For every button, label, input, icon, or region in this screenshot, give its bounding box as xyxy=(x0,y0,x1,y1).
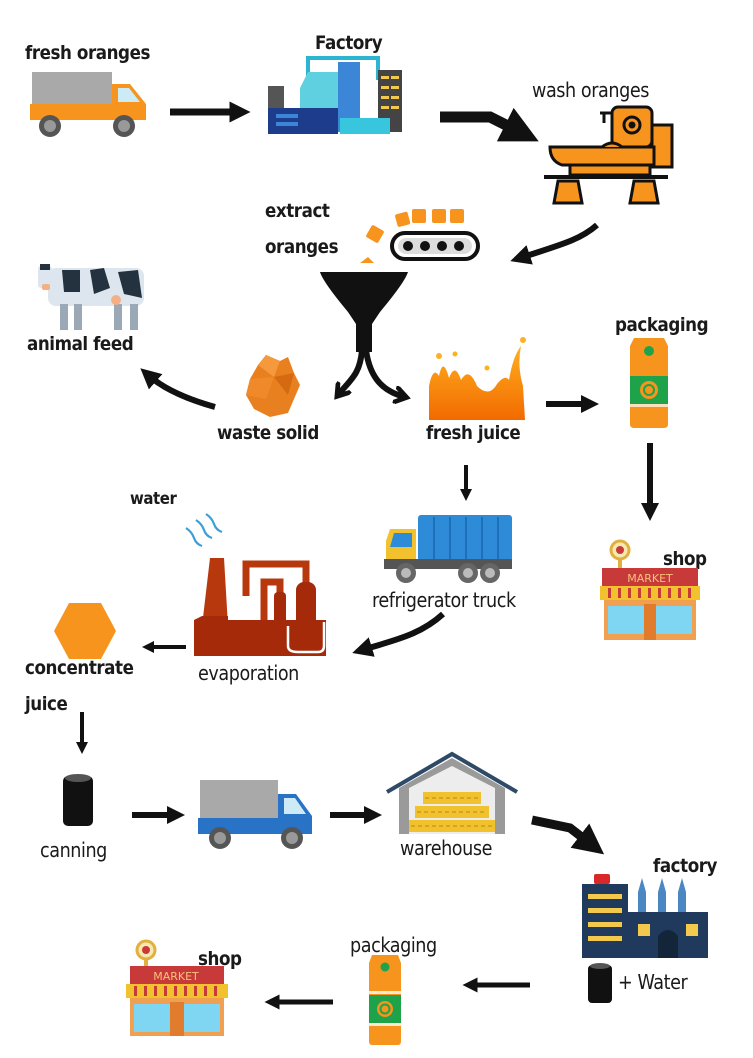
label-oranges: oranges xyxy=(265,236,338,258)
arrow-factory-to-wash xyxy=(440,117,522,133)
label-extract: extract xyxy=(265,200,329,222)
industrial-plant-icon xyxy=(268,50,408,135)
label-juice: juice xyxy=(25,693,67,715)
label-refrigerator-truck: refrigerator truck xyxy=(372,588,516,612)
evaporation-plant-icon xyxy=(194,556,330,658)
market-sign: MARKET xyxy=(627,572,673,585)
label-packaging-2: packaging xyxy=(350,933,437,957)
cow-icon xyxy=(38,262,144,332)
can-icon xyxy=(588,962,612,1004)
label-animal-feed: animal feed xyxy=(27,333,133,355)
label-plus-water: + Water xyxy=(618,970,687,994)
label-waste-solid: waste solid xyxy=(217,422,319,444)
arrow-warehouse-to-factory xyxy=(532,820,592,845)
label-fresh-oranges: fresh oranges xyxy=(25,42,150,64)
hexagon-icon xyxy=(54,603,116,659)
delivery-truck-icon xyxy=(30,72,150,142)
label-evaporation: evaporation xyxy=(198,661,299,685)
arrow-truck-to-evaporation xyxy=(362,614,443,650)
label-fresh-juice: fresh juice xyxy=(426,422,520,444)
pulp-icon xyxy=(244,355,302,417)
arrow-waste-to-feed xyxy=(148,375,215,407)
arrow-funnel-split-right xyxy=(366,350,405,397)
arrow-funnel-split-left xyxy=(338,350,362,395)
can-icon xyxy=(63,772,93,830)
label-concentrate: concentrate xyxy=(25,657,133,679)
label-warehouse: warehouse xyxy=(400,836,492,860)
juice-carton-icon xyxy=(628,338,670,428)
funnel-icon xyxy=(320,272,410,354)
label-wash-oranges: wash oranges xyxy=(532,78,649,102)
label-canning: canning xyxy=(40,838,107,862)
refrigerator-truck-icon xyxy=(384,515,514,587)
warehouse-icon xyxy=(385,752,520,834)
factory-icon xyxy=(580,872,710,958)
market-icon: MARKET xyxy=(126,940,228,1038)
label-packaging-1: packaging xyxy=(615,314,708,336)
steam-icon xyxy=(184,512,234,548)
market-sign: MARKET xyxy=(153,970,199,983)
juice-carton-icon xyxy=(368,955,402,1045)
juice-splash-icon xyxy=(425,336,530,421)
delivery-truck-icon xyxy=(198,780,316,852)
label-water: water xyxy=(130,489,176,509)
conveyor-icon xyxy=(360,205,520,275)
market-icon: MARKET xyxy=(600,540,700,642)
arrow-wash-to-extract xyxy=(520,225,597,258)
washing-machine-icon xyxy=(542,103,677,205)
